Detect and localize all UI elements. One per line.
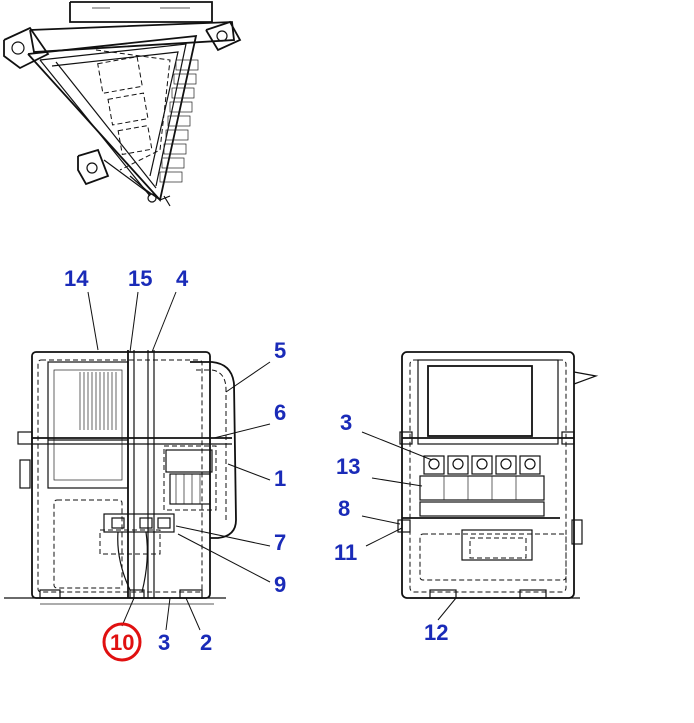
callout-10-highlight-ring	[102, 622, 142, 662]
top-assembly-drawing	[3, 1, 242, 207]
callout-15: 15	[128, 266, 152, 291]
callout-4: 4	[176, 266, 189, 291]
side-view-hatching	[79, 372, 117, 430]
callout-10: 10	[110, 630, 134, 655]
side-view-drawing	[4, 350, 237, 605]
callout-9: 9	[274, 572, 286, 597]
callout-6: 6	[274, 400, 286, 425]
callout-5: 5	[274, 338, 286, 363]
callout-3-front: 3	[340, 410, 352, 435]
callout-2: 2	[200, 630, 212, 655]
callout-3-side: 3	[158, 630, 170, 655]
top-connector-stack	[159, 59, 199, 183]
callout-13: 13	[336, 454, 360, 479]
callout-1: 1	[274, 466, 286, 491]
callout-11: 11	[334, 540, 357, 565]
callout-12: 12	[424, 620, 448, 645]
callout-14: 14	[64, 266, 89, 291]
relay-row	[419, 455, 545, 517]
front-view-drawing	[397, 351, 599, 599]
callout-leaders	[87, 291, 457, 631]
callout-8: 8	[338, 496, 350, 521]
callout-7: 7	[274, 530, 286, 555]
